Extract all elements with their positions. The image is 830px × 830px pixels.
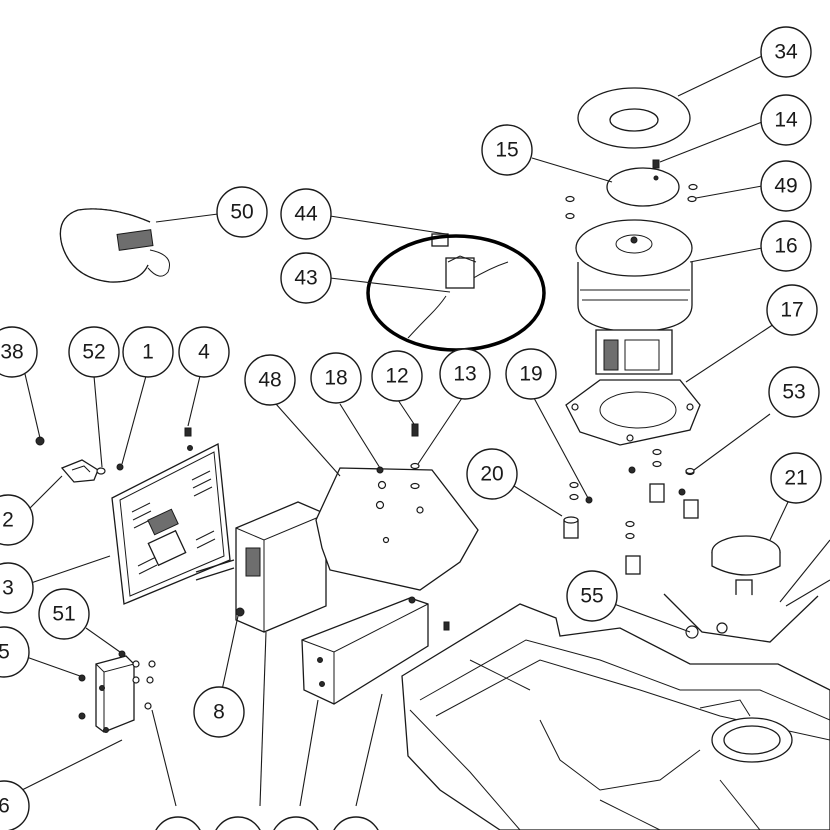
part-tank-body	[401, 603, 830, 830]
part-49-washers	[565, 183, 698, 220]
svg-text:6: 6	[0, 795, 10, 818]
callout-43: 43	[280, 252, 332, 304]
svg-text:48: 48	[258, 369, 281, 392]
svg-text:4: 4	[198, 341, 210, 364]
callout-49: 49	[760, 160, 812, 212]
callout-44: 44	[280, 188, 332, 240]
svg-text:2: 2	[2, 509, 14, 532]
svg-text:14: 14	[774, 109, 798, 132]
svg-text:55: 55	[580, 585, 603, 608]
callout-50: 50	[216, 186, 268, 238]
svg-text:49: 49	[774, 175, 797, 198]
callout-14: 14	[760, 94, 812, 146]
svg-text:20: 20	[480, 463, 503, 486]
part-16-vacuum-motor	[565, 219, 701, 446]
callout-19: 19	[505, 348, 557, 400]
svg-text:19: 19	[519, 363, 542, 386]
svg-text:16: 16	[774, 235, 797, 258]
svg-text:3: 3	[2, 577, 14, 600]
callout-38: 38	[0, 326, 38, 378]
callout-20: 20	[466, 448, 518, 500]
callout-6: 6	[0, 780, 30, 830]
part-side-bracket	[301, 596, 450, 705]
part-15-disc	[606, 167, 680, 207]
svg-text:21: 21	[784, 467, 807, 490]
svg-text:1: 1	[142, 341, 154, 364]
svg-text:53: 53	[782, 381, 805, 404]
svg-text:52: 52	[82, 341, 105, 364]
callout-15: 15	[481, 124, 533, 176]
callout-51: 51	[38, 588, 90, 640]
svg-text:38: 38	[0, 341, 23, 364]
callout-13: 13	[439, 348, 491, 400]
part-6-junction-box	[78, 650, 156, 733]
callout-partial-3	[273, 816, 319, 830]
part-3-panel	[111, 442, 231, 605]
callout-52: 52	[68, 326, 120, 378]
callout-18: 18	[310, 352, 362, 404]
svg-text:8: 8	[213, 701, 225, 724]
part-8-control-box	[195, 501, 327, 633]
part-53-washer	[685, 467, 695, 475]
part-43-fuse-harness	[407, 233, 509, 339]
callout-5: 5	[0, 626, 30, 678]
callout-2: 2	[0, 494, 34, 546]
part-4-screw	[184, 427, 192, 437]
callout-12: 12	[371, 350, 423, 402]
callout-8: 8	[193, 686, 245, 738]
svg-text:44: 44	[294, 203, 318, 226]
svg-text:34: 34	[774, 41, 798, 64]
svg-text:43: 43	[294, 267, 317, 290]
callout-3: 3	[0, 562, 34, 614]
part-14-screw	[652, 159, 660, 169]
callout-4: 4	[178, 326, 230, 378]
part-12-13-hardware	[376, 423, 420, 490]
part-2-bracket	[35, 436, 124, 483]
callout-1: 1	[122, 326, 174, 378]
svg-text:51: 51	[52, 603, 75, 626]
callout-34: 34	[760, 26, 812, 78]
part-55-linkage	[663, 593, 819, 643]
callout-53: 53	[768, 366, 820, 418]
svg-text:17: 17	[780, 299, 803, 322]
callout-partial-1	[155, 816, 201, 830]
highlight-ellipse	[366, 234, 546, 352]
callout-21: 21	[770, 452, 822, 504]
svg-text:12: 12	[385, 365, 408, 388]
svg-text:18: 18	[324, 367, 347, 390]
svg-text:5: 5	[0, 641, 10, 664]
svg-text:13: 13	[453, 363, 476, 386]
part-34-ring	[577, 87, 691, 149]
part-50-coil-cord	[59, 208, 170, 283]
callout-16: 16	[760, 220, 812, 272]
callout-55: 55	[566, 570, 618, 622]
callout-partial-4	[333, 816, 379, 830]
callout-17: 17	[766, 284, 818, 336]
svg-text:50: 50	[230, 201, 253, 224]
svg-text:15: 15	[495, 139, 518, 162]
callout-partial-2	[215, 816, 261, 830]
leader-lines	[17, 55, 830, 807]
part-48-plate	[315, 467, 479, 591]
part-20-feet	[563, 448, 699, 575]
callout-48: 48	[244, 354, 296, 406]
